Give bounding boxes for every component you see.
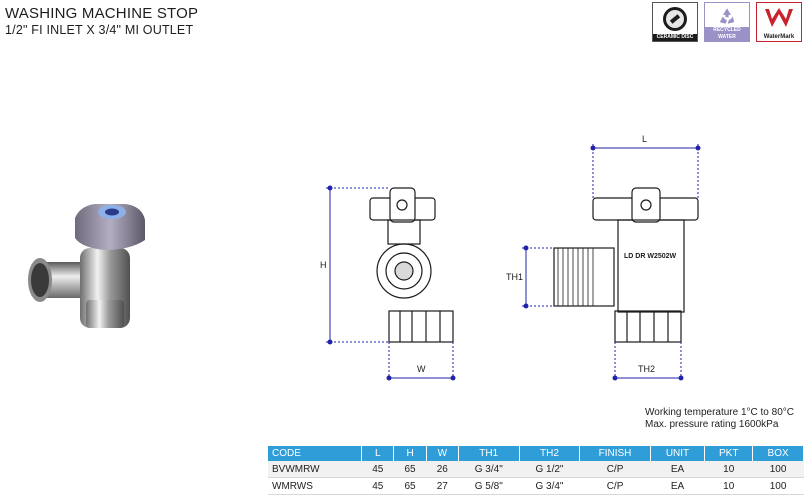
- cell-w: 26: [426, 461, 459, 478]
- col-header-th1: TH1: [458, 446, 520, 461]
- cell-w: 27: [426, 477, 459, 495]
- cell-code: WMRWS: [268, 477, 362, 495]
- cell-unit: EA: [650, 461, 705, 478]
- cell-box: 100: [752, 461, 804, 478]
- dim-label-h: H: [320, 260, 327, 270]
- badge-label: RECYCLED WATER: [705, 27, 749, 41]
- body-marking: LD DR W2502W: [624, 253, 677, 260]
- dim-label-l: L: [642, 134, 647, 144]
- cell-box: 100: [752, 477, 804, 495]
- working-temperature: Working temperature 1°C to 80°C: [645, 407, 794, 418]
- col-header-pkt: PKT: [704, 446, 754, 461]
- cell-th1: G 3/4": [458, 461, 520, 478]
- col-header-code: CODE: [268, 446, 363, 461]
- cell-finish: C/P: [579, 461, 651, 478]
- ceramic-disc-badge: CERAMIC DISC: [652, 2, 698, 42]
- cell-l: 45: [361, 461, 394, 478]
- col-header-th2: TH2: [519, 446, 581, 461]
- col-header-w: W: [426, 446, 459, 461]
- watermark-icon: [763, 6, 795, 30]
- table-row: BVWMRW 45 65 26 G 3/4" G 1/2" C/P EA 10 …: [268, 461, 804, 478]
- col-header-box: BOX: [752, 446, 804, 461]
- col-header-unit: UNIT: [650, 446, 706, 461]
- recycled-water-badge: RECYCLED WATER: [704, 2, 750, 42]
- pressure-rating: Max. pressure rating 1600kPa: [645, 419, 779, 430]
- dimension-lines: [326, 144, 701, 382]
- ceramic-disc-icon: [663, 7, 687, 31]
- technical-drawing: LD DR W2502W H W L TH1 TH2: [320, 134, 701, 382]
- dim-label-th2: TH2: [638, 364, 655, 374]
- cell-th1: G 5/8": [458, 477, 520, 495]
- side-view: [553, 187, 699, 343]
- dim-label-w: W: [417, 364, 426, 374]
- recycle-icon: [719, 8, 735, 24]
- product-title: WASHING MACHINE STOP: [5, 5, 199, 22]
- table-header-row: CODE L H W TH1 TH2 FINISH UNIT PKT BOX: [268, 446, 804, 461]
- front-view: [369, 187, 454, 343]
- cell-h: 65: [393, 461, 427, 478]
- cell-unit: EA: [650, 477, 705, 495]
- specification-table: CODE L H W TH1 TH2 FINISH UNIT PKT BOX B…: [268, 446, 804, 495]
- cell-th2: G 3/4": [519, 477, 580, 495]
- cell-th2: G 1/2": [519, 461, 580, 478]
- dim-label-th1: TH1: [506, 272, 523, 282]
- badge-label: CERAMIC DISC: [653, 34, 697, 41]
- col-header-h: H: [393, 446, 427, 461]
- cell-code: BVWMRW: [268, 461, 362, 478]
- cell-finish: C/P: [579, 477, 651, 495]
- badge-label: WaterMark: [763, 34, 795, 40]
- cell-pkt: 10: [704, 461, 753, 478]
- cell-h: 65: [393, 477, 427, 495]
- cell-pkt: 10: [704, 477, 753, 495]
- product-photo: [28, 204, 145, 328]
- product-subtitle: 1/2" FI INLET X 3/4" MI OUTLET: [5, 23, 194, 37]
- col-header-finish: FINISH: [579, 446, 651, 461]
- cell-l: 45: [361, 477, 394, 495]
- certification-badges: CERAMIC DISC RECYCLED WATER WaterMark: [652, 2, 802, 42]
- specification-notes: Working temperature 1°C to 80°C Max. pre…: [645, 407, 794, 431]
- col-header-l: L: [361, 446, 395, 461]
- watermark-badge: WaterMark: [756, 2, 802, 42]
- table-row: WMRWS 45 65 27 G 5/8" G 3/4" C/P EA 10 1…: [268, 477, 804, 495]
